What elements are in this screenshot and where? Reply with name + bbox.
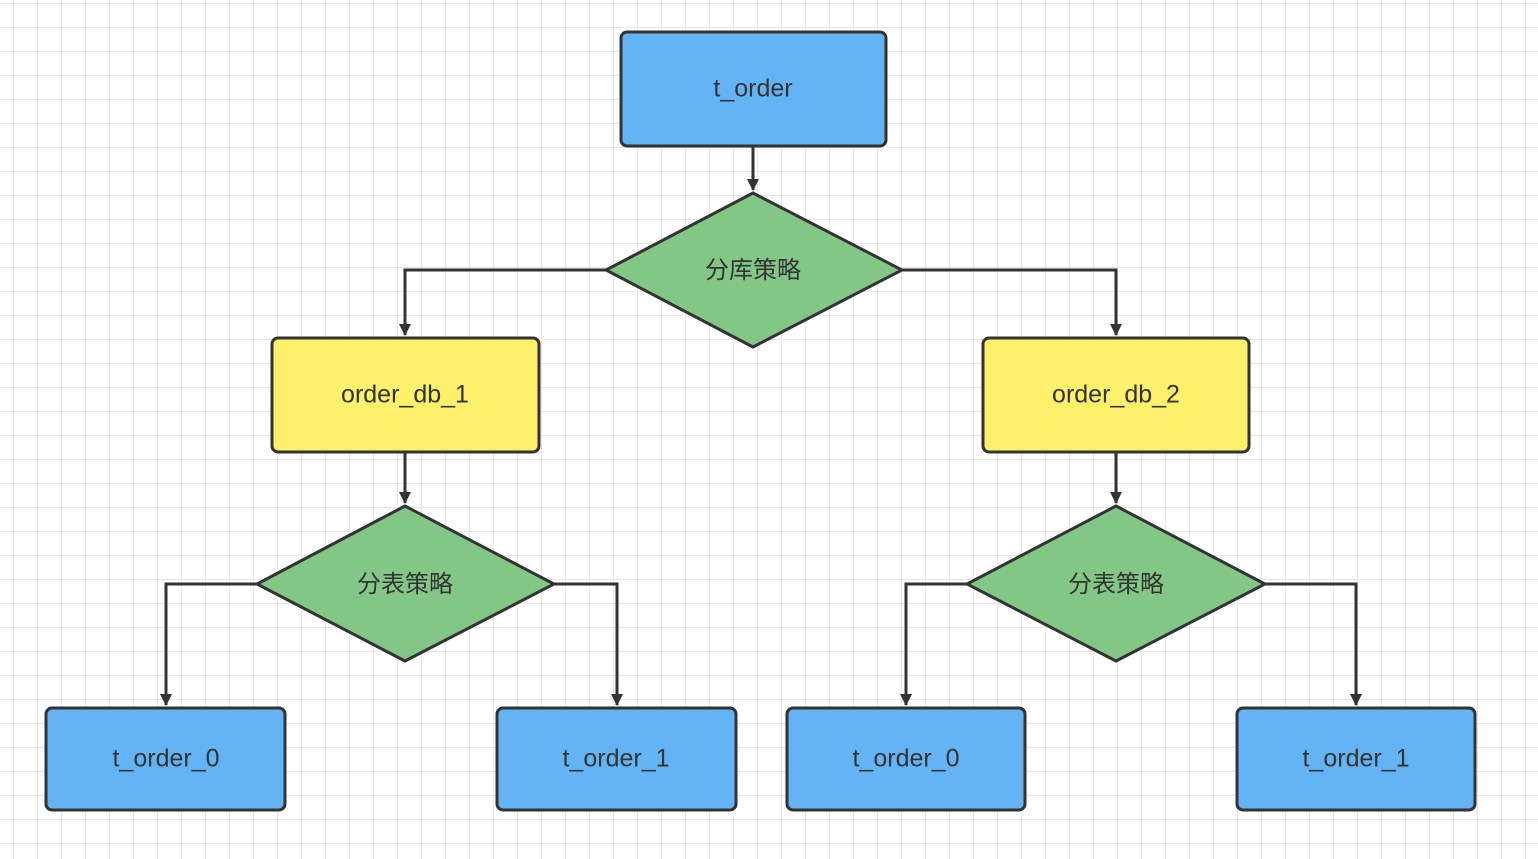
arrow-db-strategy-to-db1	[399, 268, 606, 336]
node-db1-t-order-0[interactable]: t_order_0	[44, 706, 287, 812]
node-label: order_db_2	[1052, 381, 1180, 409]
node-t-order[interactable]: t_order	[619, 30, 888, 148]
arrow-table-strategy-2-to-t0	[900, 582, 967, 706]
node-label: order_db_1	[341, 381, 469, 409]
node-label: t_order_1	[1302, 745, 1409, 773]
node-label: 分表策略	[357, 570, 453, 598]
node-label: 分库策略	[705, 256, 801, 284]
arrow-table-strategy-1-to-t0	[160, 582, 257, 706]
arrow-table-strategy-2-to-t1	[1265, 582, 1362, 706]
node-order-db-1[interactable]: order_db_1	[270, 336, 541, 454]
node-db2-t-order-1[interactable]: t_order_1	[1235, 706, 1477, 812]
node-label: t_order_0	[112, 745, 219, 773]
arrow-db-strategy-to-db2	[902, 268, 1122, 336]
arrow-table-strategy-1-to-t1	[554, 582, 623, 706]
node-label: t_order_1	[562, 745, 669, 773]
node-order-db-2[interactable]: order_db_2	[981, 336, 1251, 454]
node-db1-t-order-1[interactable]: t_order_1	[495, 706, 738, 812]
node-db-strategy[interactable]: 分库策略	[602, 191, 906, 349]
node-label: 分表策略	[1068, 570, 1164, 598]
node-db2-t-order-0[interactable]: t_order_0	[785, 706, 1027, 812]
node-label: t_order	[713, 75, 792, 103]
node-table-strategy-2[interactable]: 分表策略	[963, 504, 1269, 663]
node-table-strategy-1[interactable]: 分表策略	[253, 504, 558, 663]
connectors	[160, 147, 1362, 706]
node-label: t_order_0	[852, 745, 959, 773]
